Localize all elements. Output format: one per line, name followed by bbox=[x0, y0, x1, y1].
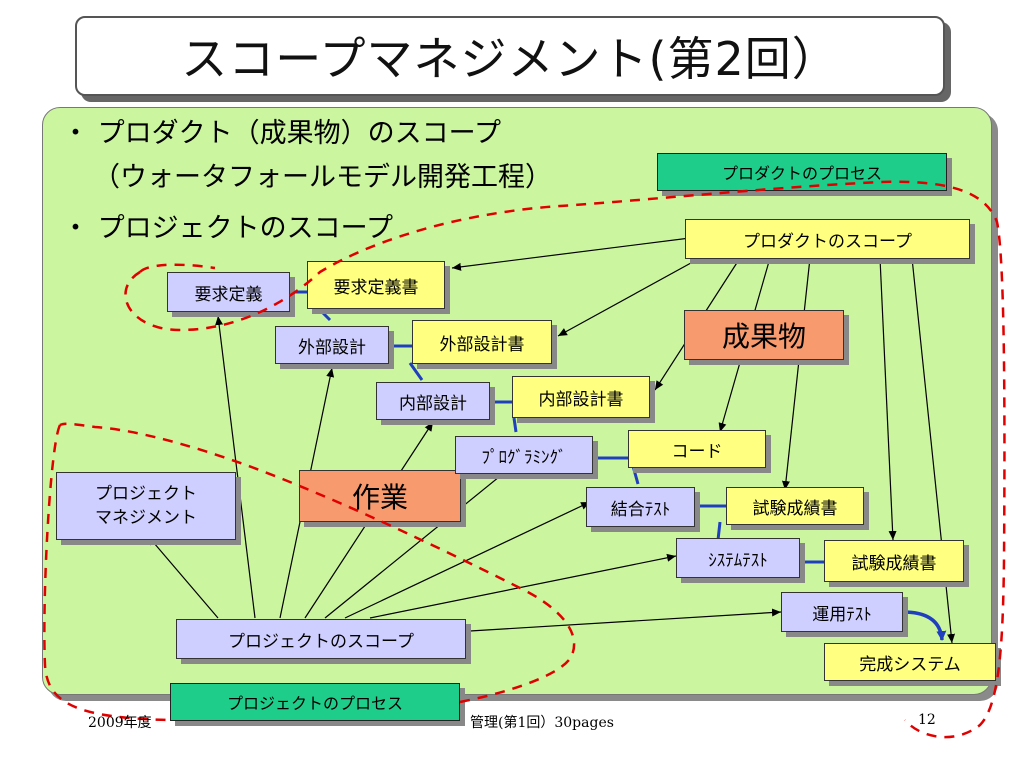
arrow-work-to-pm bbox=[147, 535, 219, 619]
page-title: スコープマネジメント(第2回） bbox=[181, 32, 839, 86]
external-design-box: 外部設計 bbox=[275, 326, 389, 364]
footer-year: 2009年度 bbox=[88, 715, 152, 731]
arrow-scope-to-req-doc bbox=[451, 237, 691, 271]
arrow-work-to-req-def bbox=[215, 315, 256, 619]
link-req-def-doc bbox=[290, 290, 332, 322]
code-box: コード bbox=[628, 430, 766, 468]
project-process-label: プロジェクトのプロセス bbox=[170, 683, 460, 721]
operation-test-box: 運用ﾃｽﾄ bbox=[781, 592, 903, 632]
arrow-scope-to-test-report-2 bbox=[879, 257, 897, 541]
requirements-definition-box: 要求定義 bbox=[167, 272, 290, 312]
project-scope-outline bbox=[43, 263, 576, 722]
arrow-work-to-integration-test bbox=[344, 501, 591, 619]
test-report-1-box: 試験成績書 bbox=[726, 487, 864, 525]
arrow-work-to-system-test bbox=[369, 553, 677, 619]
external-design-document-box: 外部設計書 bbox=[412, 320, 552, 364]
project-scope-box: プロジェクトのスコープ bbox=[176, 619, 466, 659]
bullet-project-scope: ・ プロジェクトのスコープ bbox=[62, 213, 393, 244]
bullet-product-scope-sub: （ウォータフォールモデル開発工程） bbox=[93, 162, 552, 193]
pm-line-1: プロジェクト bbox=[95, 484, 197, 504]
test-report-2-box: 試験成績書 bbox=[824, 540, 964, 582]
arrow-scope-to-test-report-1 bbox=[781, 257, 811, 491]
link-ext-design-doc bbox=[389, 344, 424, 381]
pm-line-2: マネジメント bbox=[95, 508, 197, 528]
internal-design-document-box: 内部設計書 bbox=[512, 376, 650, 418]
arrow-work-to-programming bbox=[324, 463, 516, 619]
integration-test-box: 結合ﾃｽﾄ bbox=[586, 487, 695, 527]
product-scope-box: プロダクトのスコープ bbox=[685, 219, 970, 259]
product-scope-outline bbox=[124, 180, 1006, 739]
arrow-operation-test-to-completed bbox=[902, 610, 947, 641]
project-management-box: プロジェクト マネジメント bbox=[56, 472, 236, 540]
link-integration-test-report bbox=[695, 504, 726, 541]
title-box: スコープマネジメント(第2回） bbox=[75, 16, 945, 96]
system-test-box: ｼｽﾃﾑﾃｽﾄ bbox=[676, 538, 800, 578]
work-label: 作業 bbox=[299, 470, 461, 522]
arrow-work-to-operation-test bbox=[469, 608, 782, 632]
bullet-product-scope: ・ プロダクト（成果物）のスコープ bbox=[62, 118, 501, 149]
arrow-scope-to-ext-doc bbox=[557, 257, 701, 337]
footer-page-number: 12 bbox=[918, 712, 936, 728]
footer-course: 管理(第1回）30pages bbox=[470, 715, 614, 731]
product-process-label: プロダクトのプロセス bbox=[657, 153, 947, 191]
requirements-document-box: 要求定義書 bbox=[307, 261, 445, 309]
link-int-design-doc bbox=[490, 400, 518, 433]
deliverables-label: 成果物 bbox=[684, 310, 844, 360]
programming-box: ﾌﾟﾛｸﾞﾗﾐﾝｸﾞ bbox=[455, 436, 593, 474]
link-programming-code bbox=[593, 456, 640, 485]
internal-design-box: 内部設計 bbox=[376, 382, 490, 420]
completed-system-box: 完成システム bbox=[824, 643, 996, 681]
